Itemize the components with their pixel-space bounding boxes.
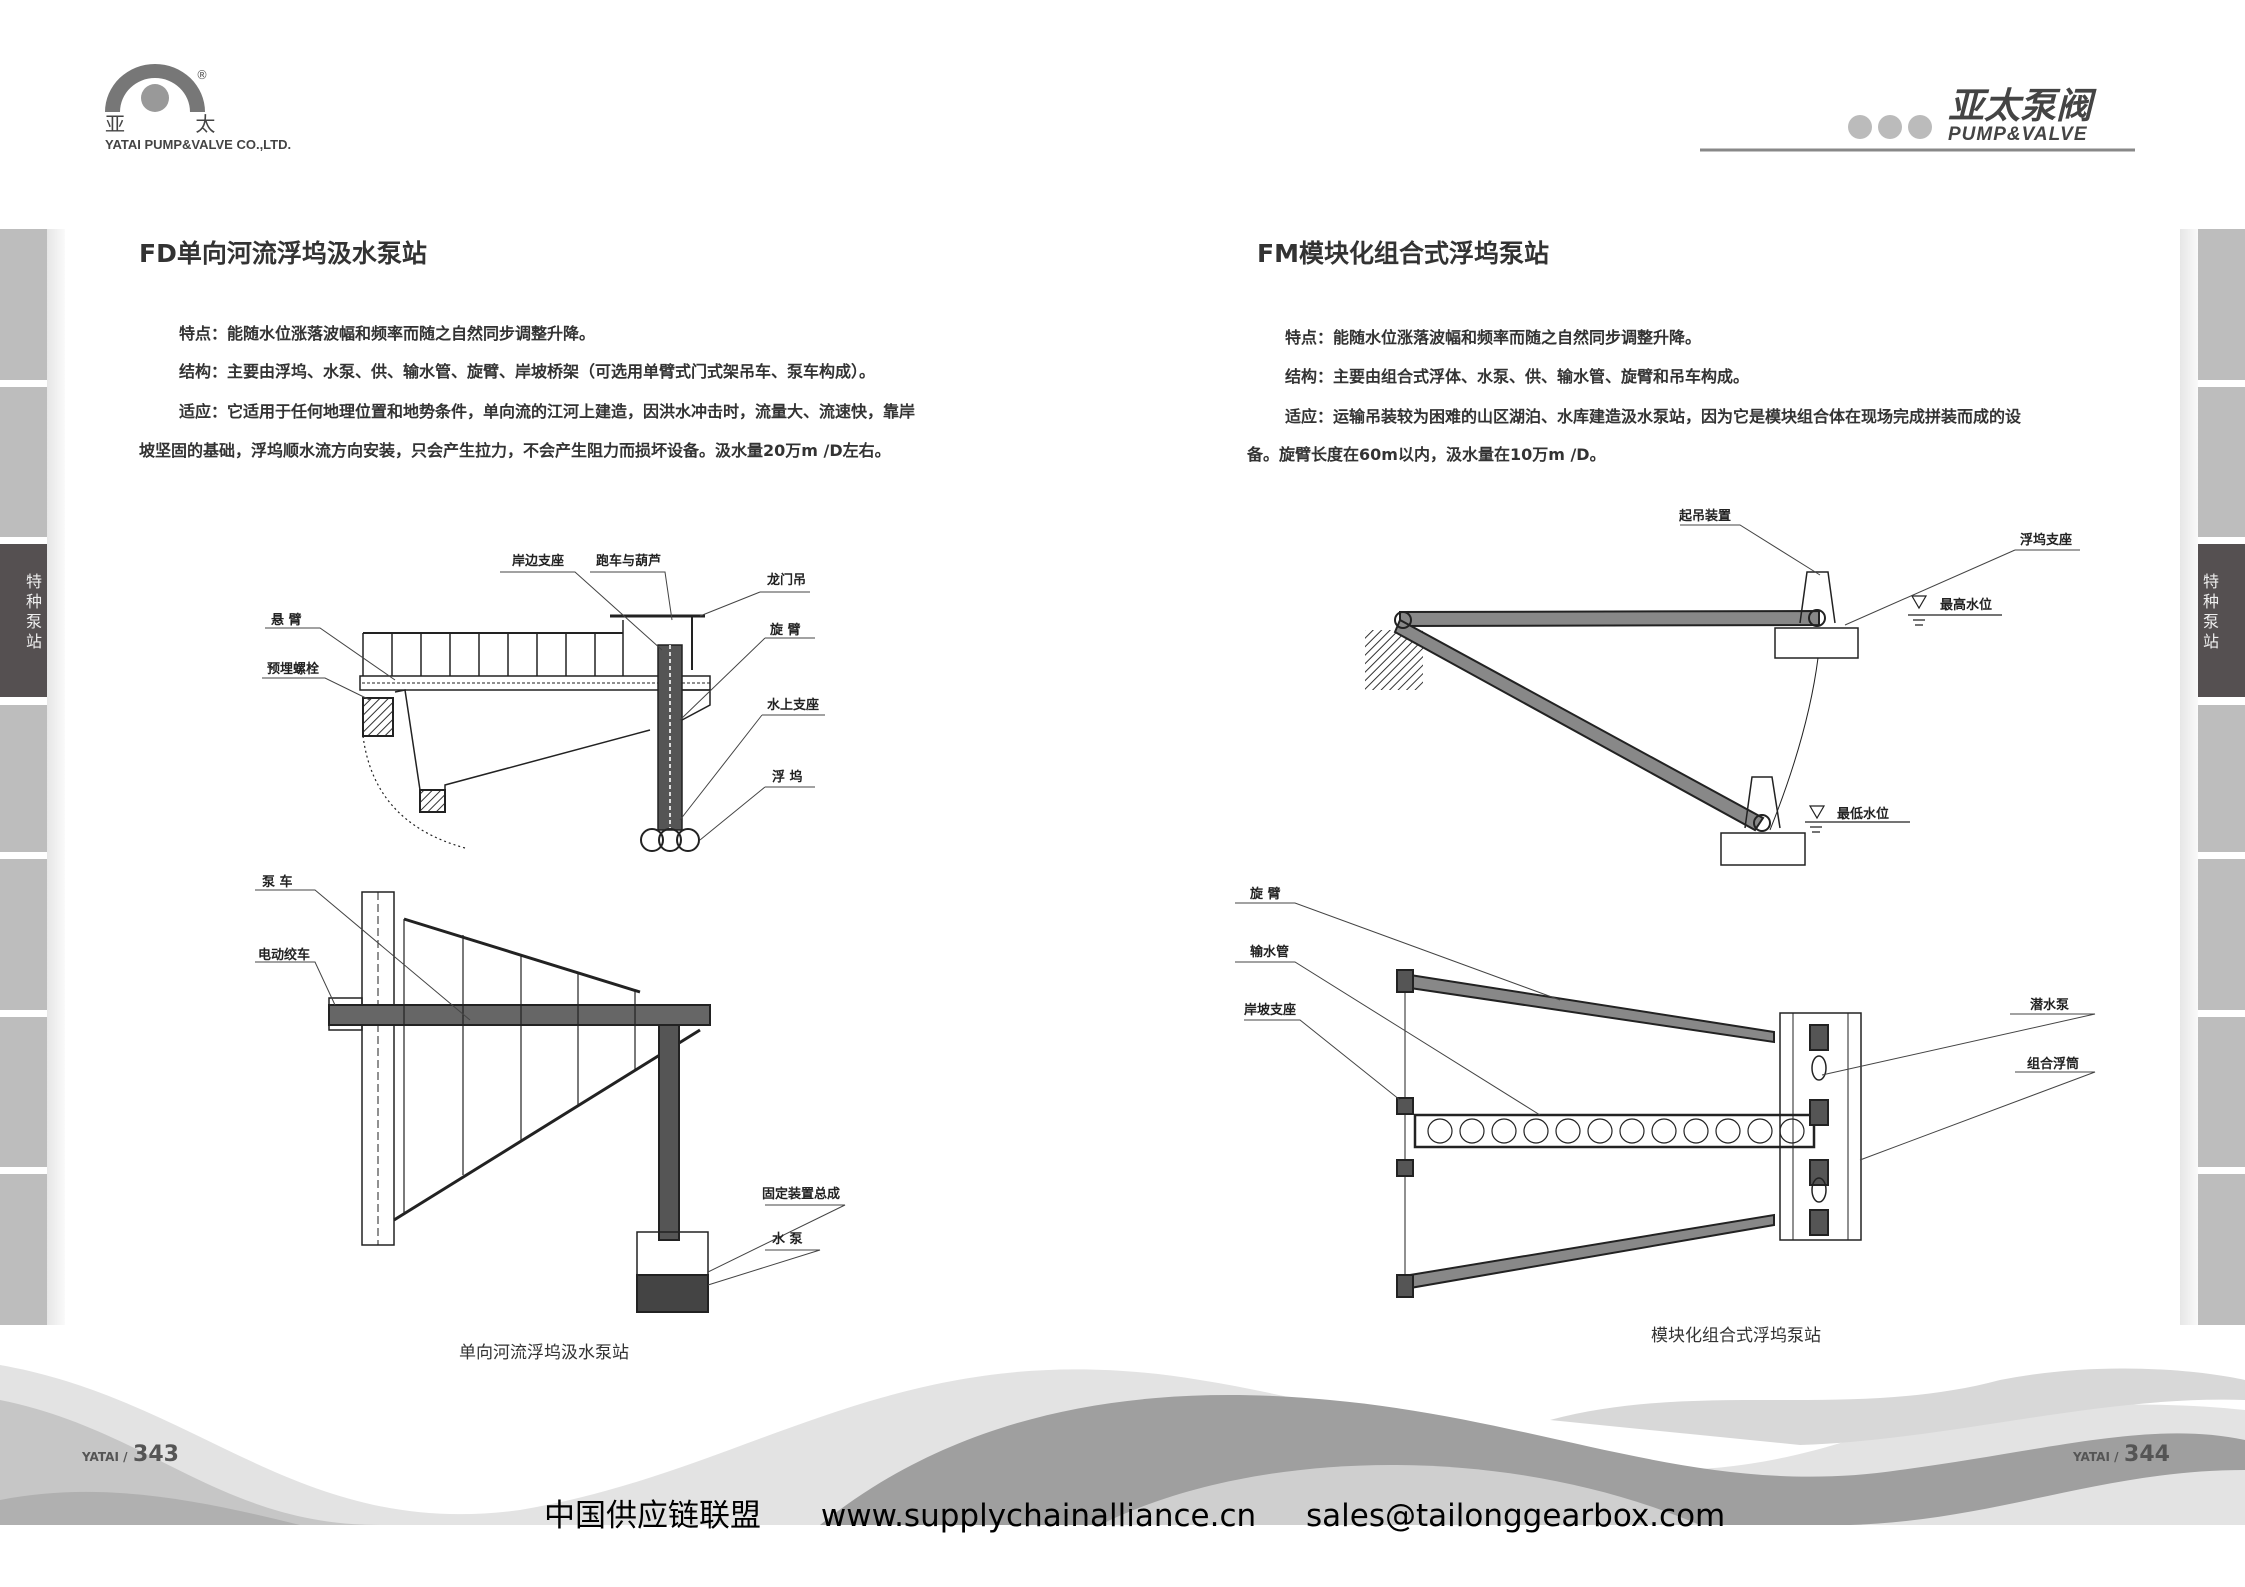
page-brand: YATAI /: [2073, 1450, 2119, 1464]
side-tab[interactable]: [0, 705, 47, 852]
right-logo-cn: 亚太泵阀: [1948, 86, 2093, 127]
label-slope-support: 岸坡支座: [1244, 1003, 1297, 1018]
label-lowest-level: 最低水位: [1837, 807, 1890, 822]
label-combined-float: 组合浮筒: [2027, 1057, 2080, 1072]
side-tab[interactable]: [0, 1174, 47, 1325]
right-structure-line: 结构：主要由组合式浮体、水泵、供、输水管、旋臂和吊车构成。: [1285, 367, 1750, 386]
left-page-title: FD单向河流浮坞汲水泵站: [139, 239, 427, 268]
left-logo-arch-icon: [105, 64, 205, 112]
left-diagram-caption: 单向河流浮坞汲水泵站: [459, 1343, 629, 1363]
left-application-line: 适应：它适用于任何地理位置和地势条件，单向流的江河上建造，因洪水冲击时，流量大、…: [179, 402, 916, 421]
left-feature-line: 特点：能随水位涨落波幅和频率而随之自然同步调整升降。: [179, 324, 596, 343]
right-page-number: YATAI / 344: [2073, 1442, 2170, 1467]
fm-elevation-diagram: [1365, 571, 2002, 866]
label-pump-car: 泵 车: [262, 875, 293, 890]
side-tab[interactable]: [2198, 1174, 2245, 1325]
label-submersible-pump: 潜水泵: [2030, 998, 2070, 1013]
side-tab[interactable]: [2198, 705, 2245, 852]
right-application-line-2: 备。旋臂长度在60m以内，汲水量在10万m /D。: [1247, 445, 1606, 464]
fd-elevation-diagram: [359, 614, 711, 852]
footer-alliance: 中国供应链联盟: [544, 1498, 761, 1534]
side-tab[interactable]: [2198, 229, 2245, 380]
footer-email[interactable]: sales@tailonggearbox.com: [1306, 1498, 1726, 1534]
page-number: 344: [2124, 1442, 2170, 1467]
right-feature-line: 特点：能随水位涨落波幅和频率而随之自然同步调整升降。: [1285, 328, 1702, 347]
page-number: 343: [133, 1442, 179, 1467]
right-logo-en: PUMP&VALVE: [1948, 124, 2088, 145]
right-page-title: FM模块化组合式浮坞泵站: [1257, 239, 1549, 268]
right-application-line: 适应：运输吊装较为困难的山区湖泊、水库建造汲水泵站，因为它是模块组合体在现场完成…: [1285, 407, 2022, 426]
side-tab[interactable]: [0, 229, 47, 380]
label-water-support: 水上支座: [767, 698, 820, 713]
label-lifting-device: 起吊装置: [1679, 509, 1732, 524]
label-water-pipe: 输水管: [1250, 945, 1290, 960]
left-logo-en: YATAI PUMP&VALVE CO.,LTD.: [105, 137, 292, 152]
side-tab-special-pump-station[interactable]: 特种泵站: [0, 544, 47, 697]
side-tab-special-pump-station[interactable]: 特种泵站: [2198, 544, 2245, 697]
header-spheres-icon: [1848, 115, 1932, 139]
left-logo: 亚 太 YATAI PUMP&VALVE CO.,LTD.: [105, 108, 291, 152]
fm-plan-diagram: [1396, 969, 1862, 1298]
label-fixing-assembly: 固定装置总成: [762, 1187, 841, 1202]
label-embedded-bolt: 预埋螺栓: [267, 662, 320, 677]
left-structure-line: 结构：主要由浮坞、水泵、供、输水管、旋臂、岸坡桥架（可选用单臂式门式架吊车、泵车…: [179, 362, 876, 381]
left-application-line-2: 坡坚固的基础，浮坞顺水流方向安装，只会产生拉力，不会产生阻力而损坏设备。汲水量2…: [139, 441, 891, 460]
side-tab[interactable]: [2198, 387, 2245, 537]
footer-website[interactable]: www.supplychainalliance.cn: [820, 1498, 1257, 1534]
side-tab[interactable]: [2198, 1017, 2245, 1167]
side-tab-label: 特种泵站: [2202, 572, 2219, 651]
side-tab-label: 特种泵站: [25, 572, 42, 651]
label-pontoon: 浮 坞: [772, 770, 803, 785]
side-tab[interactable]: [0, 387, 47, 537]
label-swing-arm-fm: 旋 臂: [1250, 887, 1281, 902]
left-page-number: YATAI / 343: [82, 1442, 179, 1467]
right-logo: 亚太泵阀 PUMP&VALVE: [1948, 86, 2093, 145]
label-gantry-crane: 龙门吊: [767, 573, 807, 588]
fd-plan-diagram: [328, 891, 711, 1313]
label-cantilever: 悬 臂: [271, 613, 302, 628]
footer-bar: 中国供应链联盟 www.supplychainalliance.cn sales…: [544, 1490, 1725, 1535]
side-tab[interactable]: [0, 1017, 47, 1167]
footer-wave-decoration: [0, 1365, 2245, 1525]
right-diagram-caption: 模块化组合式浮坞泵站: [1651, 1326, 1821, 1346]
label-highest-level: 最高水位: [1940, 598, 1993, 613]
label-shore-support: 岸边支座: [512, 554, 565, 569]
label-water-pump: 水 泵: [772, 1232, 803, 1247]
left-side-strip: [47, 229, 65, 1325]
label-electric-winch: 电动绞车: [258, 948, 311, 963]
right-side-strip: [2180, 229, 2198, 1325]
page-brand: YATAI /: [82, 1450, 128, 1464]
left-logo-cn: 亚 太: [105, 112, 248, 136]
side-tab[interactable]: [0, 859, 47, 1010]
label-pontoon-support: 浮坞支座: [2020, 533, 2073, 548]
leader-lines: [255, 524, 2096, 1286]
label-swing-arm: 旋 臂: [770, 623, 801, 638]
label-trolley-hoist: 跑车与葫芦: [596, 554, 662, 569]
registered-mark: ®: [196, 68, 208, 82]
side-tab[interactable]: [2198, 859, 2245, 1010]
